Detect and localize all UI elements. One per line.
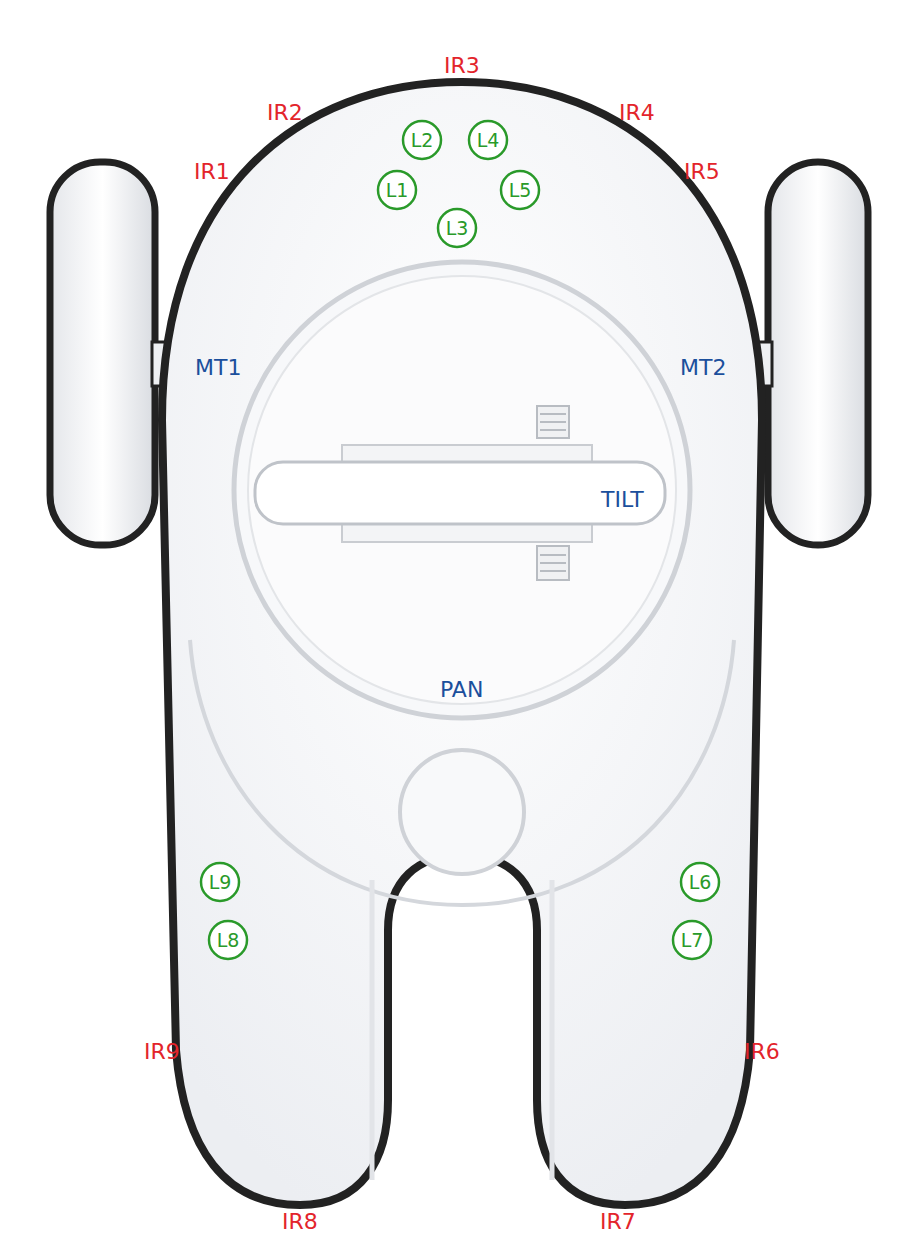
tilt-bar (255, 462, 665, 524)
tilt-gear (537, 406, 569, 580)
ir-sensor-label: IR6 (744, 1041, 780, 1063)
led-label: L6 (689, 873, 712, 892)
ir-sensor-label: IR4 (619, 102, 655, 124)
lower-plate (190, 640, 734, 905)
led-circle: L4 (467, 119, 509, 161)
button (400, 750, 524, 874)
led-circle: L8 (207, 919, 249, 961)
ir-sensor-label: IR5 (684, 161, 720, 183)
left-wheel (50, 162, 155, 545)
servo-label: PAN (440, 679, 483, 701)
led-label: L7 (681, 931, 704, 950)
led-label: L1 (386, 181, 409, 200)
ir-sensor-label: IR7 (600, 1211, 636, 1233)
led-label: L2 (411, 131, 434, 150)
led-circle: L9 (199, 861, 241, 903)
led-circle: L2 (401, 119, 443, 161)
servo-label: TILT (601, 489, 644, 511)
pan-disc (234, 262, 690, 718)
robot-body (162, 82, 762, 1205)
motor-label: MT2 (680, 357, 726, 379)
led-label: L5 (509, 181, 532, 200)
led-circle: L6 (679, 861, 721, 903)
led-circle: L7 (671, 919, 713, 961)
ir-sensor-label: IR9 (144, 1041, 180, 1063)
motor-label: MT1 (195, 357, 241, 379)
right-wheel (768, 162, 868, 545)
pan-inner (248, 276, 676, 704)
ir-sensor-label: IR8 (282, 1211, 318, 1233)
led-circle: L5 (499, 169, 541, 211)
led-label: L8 (217, 931, 240, 950)
led-circle: L3 (436, 207, 478, 249)
led-circle: L1 (376, 169, 418, 211)
led-label: L4 (477, 131, 500, 150)
ir-sensor-label: IR2 (267, 102, 303, 124)
ir-sensor-label: IR3 (444, 55, 480, 77)
ir-sensor-label: IR1 (194, 161, 230, 183)
leg-bevel (372, 880, 552, 1180)
led-label: L9 (209, 873, 232, 892)
led-label: L3 (446, 219, 469, 238)
